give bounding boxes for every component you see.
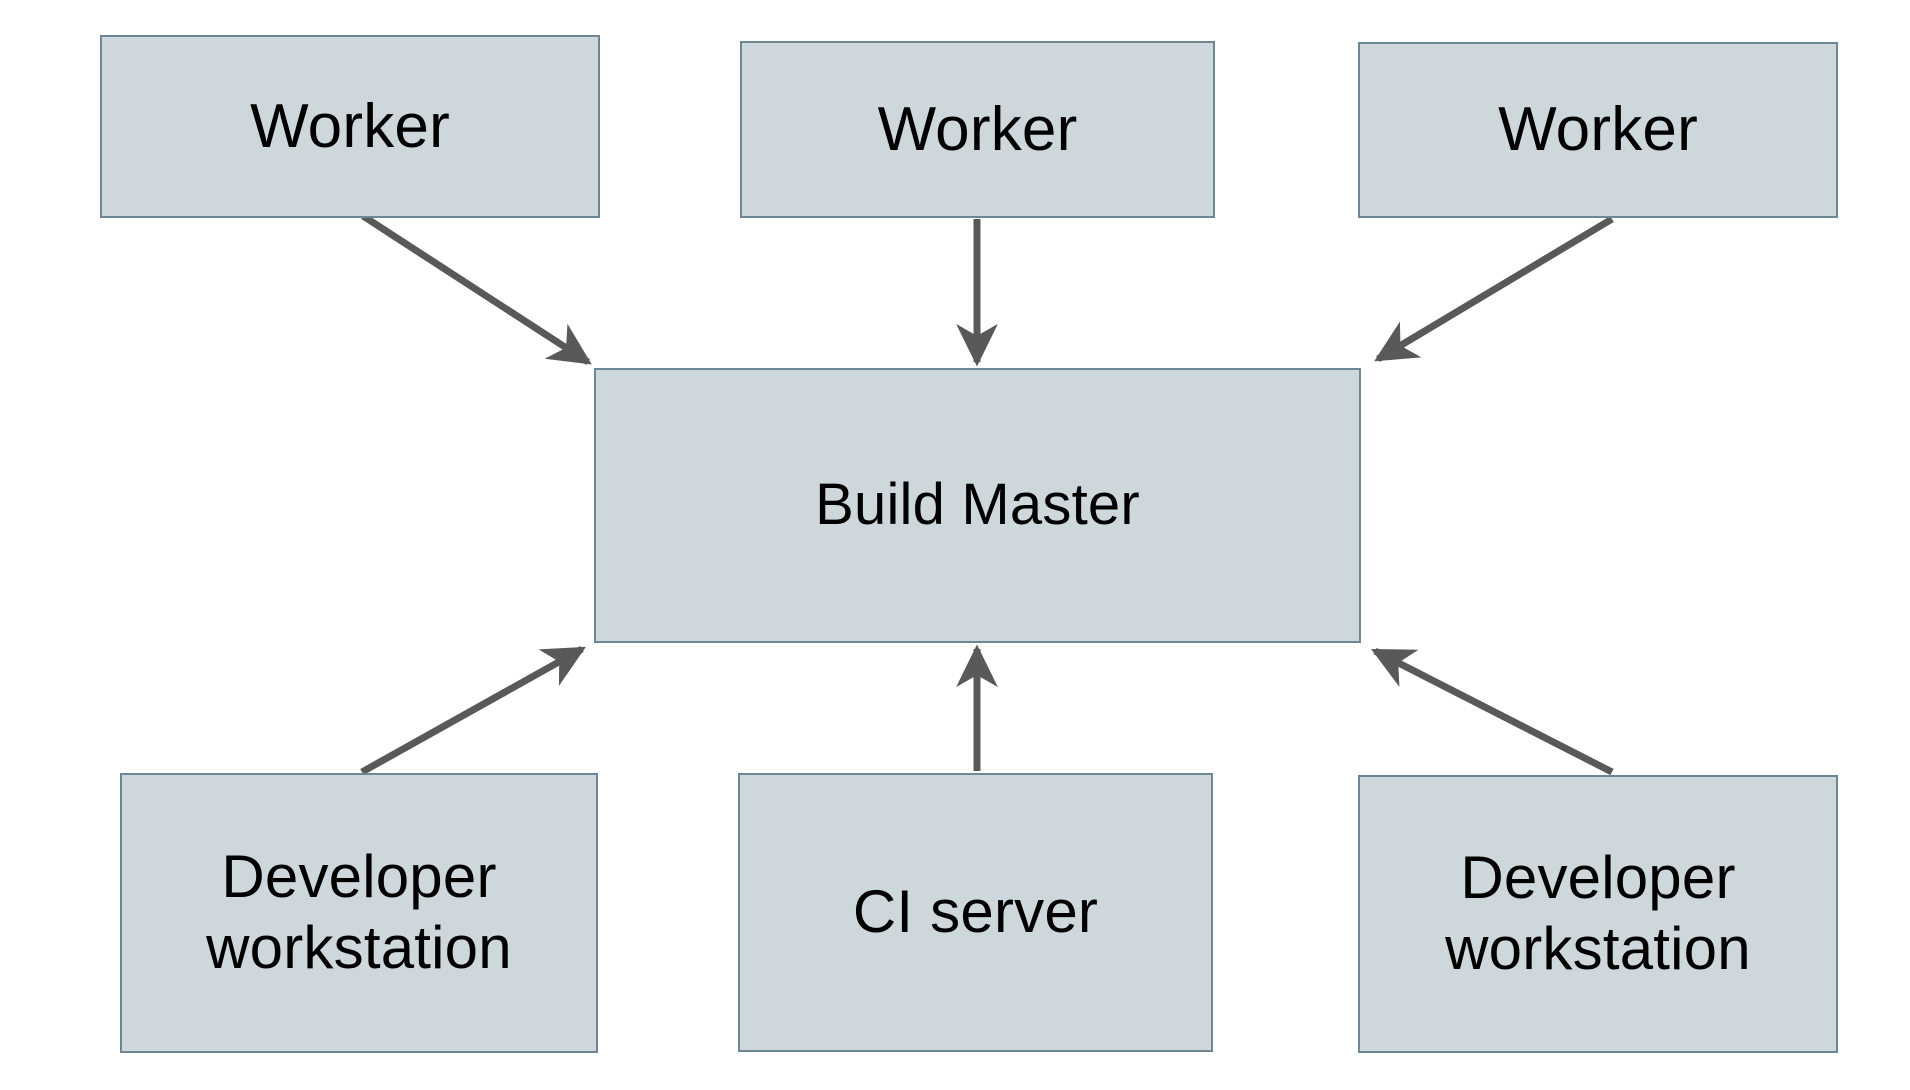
edge-dev-right-to-master [1371,647,1614,776]
edge-dev-left-to-master [360,645,586,776]
node-worker-right[interactable]: Worker [1358,42,1838,218]
edge-worker-left-to-master [361,213,592,365]
node-worker-left-label: Worker [250,91,450,161]
node-ci-server-label: CI server [852,878,1099,946]
node-developer-workstation-left-label: Developer workstation [206,843,512,981]
node-worker-left[interactable]: Worker [100,35,600,218]
node-build-master[interactable]: Build Master [594,368,1361,643]
edge-worker-right-to-master [1374,215,1614,363]
node-build-master-label: Build Master [815,472,1140,538]
node-worker-center-label: Worker [877,94,1078,164]
node-developer-workstation-left[interactable]: Developer workstation [120,773,598,1053]
node-ci-server[interactable]: CI server [738,773,1213,1052]
node-developer-workstation-right[interactable]: Developer workstation [1358,775,1838,1053]
node-developer-workstation-right-label: Developer workstation [1445,844,1751,982]
node-worker-center[interactable]: Worker [740,41,1215,218]
node-worker-right-label: Worker [1498,95,1698,165]
